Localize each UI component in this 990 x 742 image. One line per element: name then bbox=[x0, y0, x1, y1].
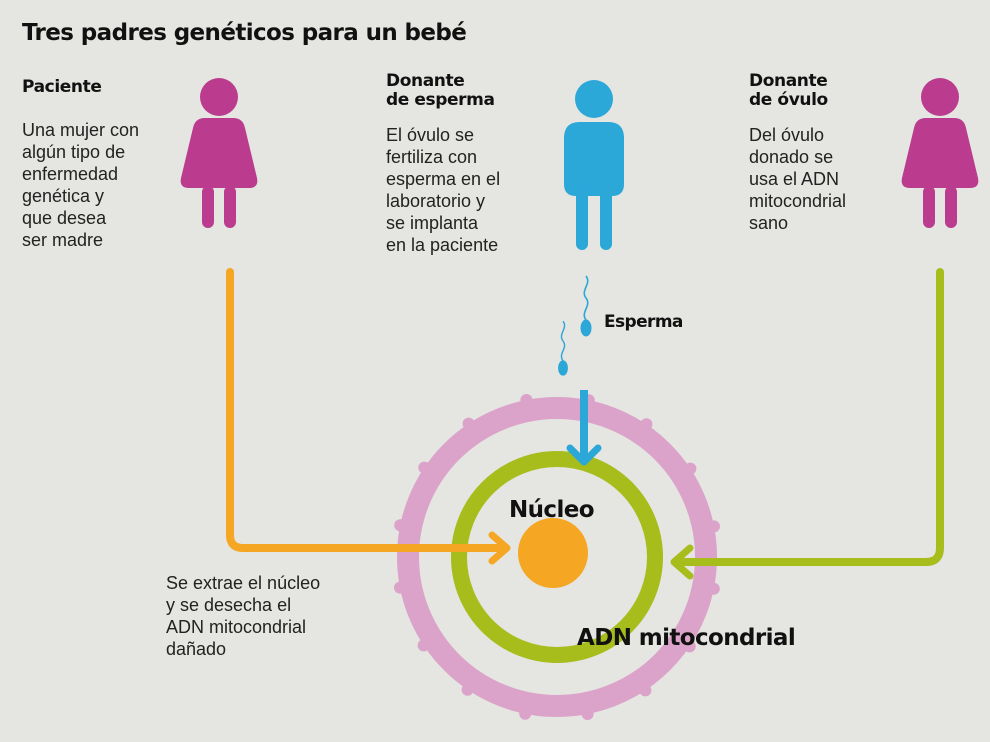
page-title: Tres padres genéticos para un bebé bbox=[22, 20, 467, 46]
description-paciente: Una mujer con algún tipo de enfermedad g… bbox=[22, 120, 140, 250]
membrane-bump bbox=[639, 684, 652, 697]
label-nucleo: Núcleo bbox=[509, 497, 595, 523]
membrane-bump bbox=[684, 462, 697, 475]
heading-donante-ovulo: Donante de óvulo bbox=[749, 72, 828, 110]
heading-donante-esperma: Donante de esperma bbox=[386, 72, 495, 110]
membrane-bump bbox=[683, 640, 696, 653]
label-adn-mitocondrial: ADN mitocondrial bbox=[577, 625, 796, 651]
membrane-bump bbox=[394, 581, 406, 594]
male-figure-icon-donante bbox=[564, 80, 624, 250]
membrane-bump bbox=[418, 461, 431, 474]
heading-paciente: Paciente bbox=[22, 77, 102, 97]
heading-donante-ovulo-line-2: de óvulo bbox=[749, 90, 828, 110]
mito-transfer-arrow bbox=[672, 268, 944, 566]
membrane-bump bbox=[708, 520, 720, 533]
sperm-icon bbox=[557, 320, 569, 376]
label-esperma: Esperma bbox=[604, 312, 683, 332]
nucleus bbox=[518, 518, 588, 588]
membrane-bump bbox=[520, 394, 533, 406]
mito-arrowhead bbox=[670, 544, 694, 580]
sperm-arrowhead bbox=[566, 444, 602, 466]
membrane-bump bbox=[417, 639, 430, 652]
female-figure-icon-paciente bbox=[180, 78, 258, 228]
membrane-bump bbox=[394, 519, 407, 532]
mitochondrial-ring bbox=[451, 451, 663, 663]
description-donante-esperma: El óvulo se fertiliza con esperma en el … bbox=[386, 125, 501, 255]
membrane-bump bbox=[461, 683, 474, 696]
heading-paciente-line-1: Paciente bbox=[22, 77, 102, 97]
membrane-bump bbox=[581, 708, 594, 720]
heading-donante-ovulo-line-1: Donante bbox=[749, 71, 828, 91]
sperm-icon bbox=[580, 275, 592, 337]
membrane-bump bbox=[707, 582, 720, 595]
cell-membrane bbox=[394, 394, 720, 720]
membrane-bump bbox=[462, 417, 475, 430]
nucleus-transfer-arrow bbox=[226, 268, 509, 552]
nucleus-arrowhead bbox=[488, 531, 511, 565]
female-figure-icon-donante-ovulo bbox=[901, 78, 979, 228]
membrane-bump bbox=[519, 707, 532, 720]
membrane-bump bbox=[640, 418, 653, 431]
description-donante-ovulo: Del óvulo donado se usa el ADN mitocondr… bbox=[749, 125, 847, 233]
sperm-icons bbox=[557, 275, 592, 376]
heading-donante-esperma-line-1: Donante bbox=[386, 71, 465, 91]
heading-donante-esperma-line-2: de esperma bbox=[386, 90, 495, 110]
extraction-note: Se extrae el núcleo y se desecha el ADN … bbox=[166, 573, 321, 659]
